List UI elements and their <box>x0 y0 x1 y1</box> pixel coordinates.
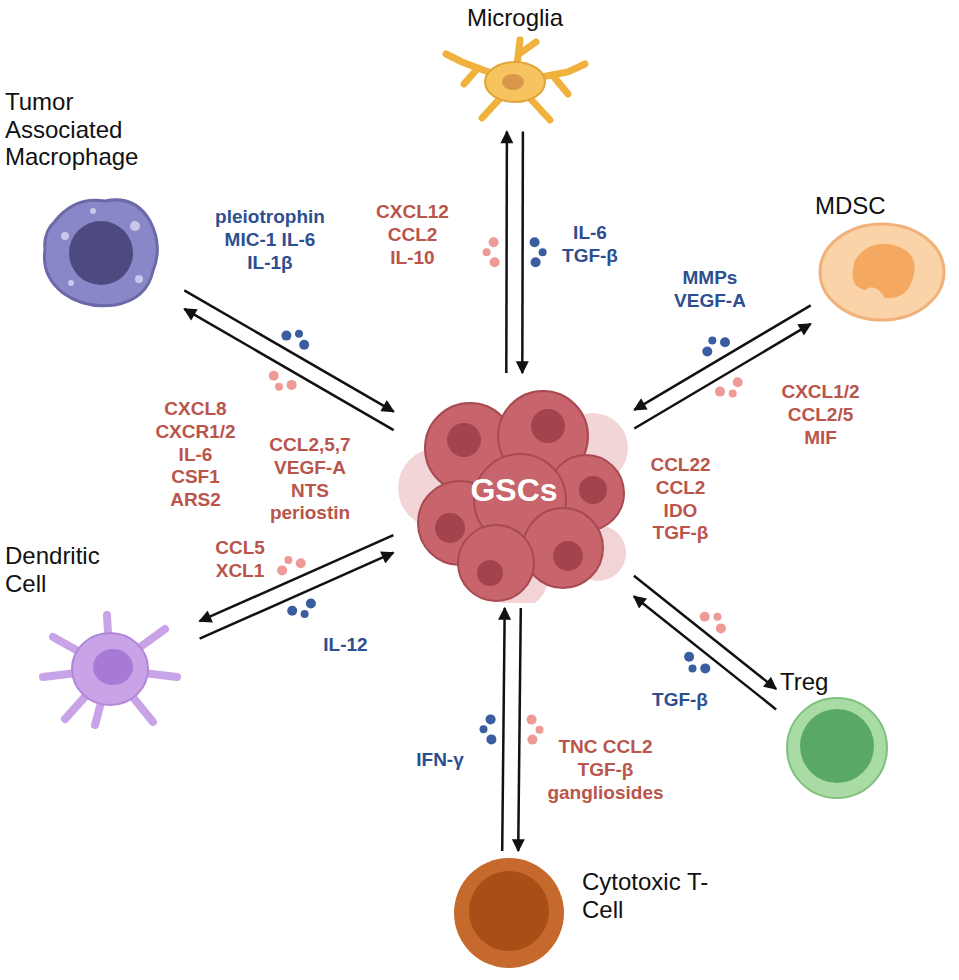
cytokine-label: CXCL1/2 CCL2/5 MIF <box>780 381 861 449</box>
cytokine-label: pleiotrophin MIC-1 IL-6 IL-1β <box>214 206 326 274</box>
signal-arrow <box>521 132 524 373</box>
cytokine-label: CXCL12 CCL2 IL-10 <box>375 201 450 269</box>
secreted-dot <box>716 623 726 633</box>
signal-arrow <box>634 324 810 429</box>
secreted-dot <box>708 336 716 344</box>
secreted-dot <box>700 612 710 622</box>
secreted-dot <box>284 556 292 564</box>
cell-name: Cytotoxic T-Cell <box>582 868 712 923</box>
macrophage-cell <box>35 191 165 311</box>
secreted-dots <box>480 714 497 744</box>
signal-arrow <box>200 535 394 621</box>
cell-name: Treg <box>780 668 828 696</box>
cell-node: MDSC <box>815 192 955 325</box>
secreted-dot <box>720 337 730 347</box>
secreted-dot <box>689 665 697 673</box>
mdsc-cell <box>815 220 950 325</box>
signal-arrow <box>634 576 776 689</box>
secreted-dot <box>287 606 297 616</box>
cell-node: Dendritic Cell <box>5 542 195 732</box>
secreted-dot <box>489 237 499 247</box>
secreted-dots <box>684 652 710 674</box>
cell-illustration <box>35 191 165 311</box>
secreted-dot <box>306 599 316 609</box>
cell-node: Treg <box>780 668 920 801</box>
cell-illustration <box>440 32 590 127</box>
cell-name: Microglia <box>467 4 563 32</box>
cell-name: Tumor Associated Macrophage <box>5 88 175 171</box>
secreted-dot <box>483 248 491 256</box>
secreted-dots <box>281 330 309 350</box>
secreted-dot <box>275 383 283 391</box>
treg-cell <box>780 696 895 801</box>
secreted-dot <box>490 257 500 267</box>
secreted-dot <box>281 331 291 341</box>
cytokine-label: CXCL8 CXCR1/2 IL-6 CSF1 ARS2 <box>154 398 237 512</box>
cytokine-label: IFN-γ <box>415 749 465 772</box>
cell-node: Microglia <box>420 4 610 127</box>
secreted-dots <box>700 612 726 634</box>
signal-arrow <box>502 608 505 851</box>
secreted-dots <box>702 336 730 356</box>
cell-name: GSCs <box>470 472 557 509</box>
secreted-dot <box>299 340 309 350</box>
secreted-dots <box>527 715 544 745</box>
cell-illustration <box>815 220 950 325</box>
cytokine-label: TGF-β <box>651 689 709 712</box>
signal-arrow <box>184 290 393 411</box>
cell-node: GSCs <box>398 378 630 603</box>
cytokine-label: CCL22 CCL2 IDO TGF-β <box>649 454 712 545</box>
secreted-dot <box>729 389 737 397</box>
cell-illustration <box>780 696 895 801</box>
cytokine-label: IL-12 <box>322 634 369 657</box>
secreted-dot <box>539 248 547 256</box>
secreted-dot <box>702 347 712 357</box>
secreted-dots <box>530 237 547 267</box>
secreted-dot <box>714 613 722 621</box>
secreted-dot <box>536 726 544 734</box>
secreted-dot <box>296 558 306 568</box>
secreted-dot <box>531 257 541 267</box>
secreted-dot <box>715 387 725 397</box>
secreted-dot <box>530 237 540 247</box>
t-cell <box>452 856 567 971</box>
cell-node: Tumor Associated Macrophage <box>5 88 180 311</box>
cytokine-label: MMPs VEGF-A <box>673 267 747 313</box>
secreted-dot <box>486 714 496 724</box>
secreted-dot <box>527 715 537 725</box>
secreted-dot <box>269 371 279 381</box>
secreted-dot <box>486 734 496 744</box>
secreted-dot <box>684 652 694 662</box>
dendritic-cell <box>35 607 185 732</box>
secreted-dot <box>295 330 303 338</box>
signal-arrow <box>505 132 508 373</box>
secreted-dots <box>269 371 297 391</box>
secreted-dot <box>277 565 287 575</box>
microglia-cell <box>440 32 590 127</box>
cytokine-label: TNC CCL2 TGF-β gangliosides <box>546 736 665 804</box>
cell-illustration <box>452 856 567 971</box>
cell-name: Dendritic Cell <box>5 542 125 597</box>
secreted-dot <box>527 735 537 745</box>
cytokine-label: CCL5 XCL1 <box>214 537 266 583</box>
cell-illustration <box>35 607 185 732</box>
signal-arrow <box>518 608 521 851</box>
secreted-dots <box>483 237 500 267</box>
cytokine-label: IL-6 TGF-β <box>561 222 619 268</box>
secreted-dots <box>287 599 316 619</box>
cytokine-label: CCL2,5,7 VEGF-A NTS periostin <box>268 434 352 525</box>
secreted-dot <box>700 663 710 673</box>
cell-node: Cytotoxic T-Cell <box>452 856 722 971</box>
secreted-dots <box>277 556 306 576</box>
secreted-dot <box>733 377 743 387</box>
secreted-dot <box>287 380 297 390</box>
secreted-dot <box>480 725 488 733</box>
cell-name: MDSC <box>815 192 886 220</box>
secreted-dots <box>715 377 743 397</box>
secreted-dot <box>301 610 309 618</box>
